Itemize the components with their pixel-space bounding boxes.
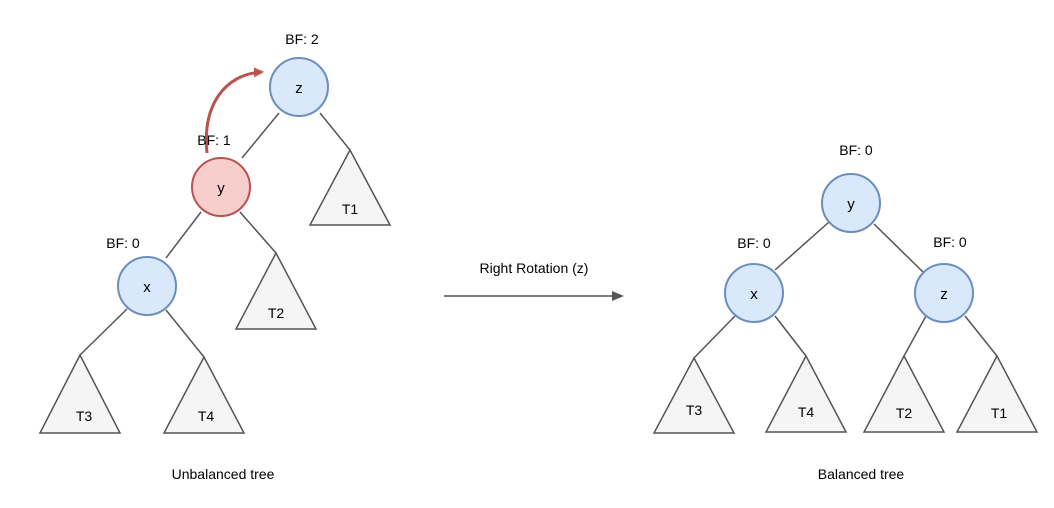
edge-y-z-balanced [873, 223, 924, 273]
edge-y-x [165, 211, 202, 259]
node-y-label: y [217, 180, 225, 197]
node-x-balanced [724, 263, 784, 323]
edge-y-t2 [239, 211, 277, 254]
node-z-balanced-bf: BF: 0 [933, 234, 967, 250]
node-z [269, 57, 329, 117]
subtree-t1-balanced [955, 354, 1039, 433]
node-z-balanced [914, 263, 974, 323]
edge-x-t3-balanced [693, 315, 736, 359]
rotation-arrow [204, 67, 264, 154]
node-z-balanced-label: z [940, 286, 948, 303]
subtree-t4-balanced-label: T4 [798, 404, 815, 420]
node-y-bf: BF: 1 [197, 132, 231, 148]
edge-z-t2-balanced [903, 315, 927, 357]
node-z-label: z [295, 80, 303, 97]
subtree-t3-balanced-label: T3 [686, 402, 703, 418]
subtree-t2-balanced-label: T2 [896, 405, 913, 421]
operation-label: Right Rotation (z) [480, 260, 589, 276]
subtree-t1-label: T1 [342, 201, 359, 217]
node-z-bf: BF: 2 [285, 31, 319, 47]
subtree-t3-balanced [652, 356, 736, 434]
node-y-balanced-label: y [847, 196, 855, 213]
balanced-caption: Balanced tree [818, 466, 905, 482]
subtree-t1-balanced-label: T1 [991, 405, 1008, 421]
subtree-t1 [308, 148, 392, 226]
node-x-balanced-label: x [750, 286, 758, 303]
node-y-balanced-bf: BF: 0 [839, 142, 873, 158]
subtree-t3 [38, 353, 122, 434]
node-x [117, 256, 177, 316]
node-y [191, 157, 251, 217]
subtree-t4 [162, 355, 246, 434]
subtree-t3-label: T3 [76, 408, 93, 424]
subtree-t4-label: T4 [198, 408, 215, 424]
node-x-label: x [143, 279, 151, 296]
subtree-t2-label: T2 [268, 305, 285, 321]
subtree-t2-balanced [862, 354, 946, 433]
node-y-balanced [821, 173, 881, 233]
rotation-operation: Right Rotation (z) [444, 260, 624, 301]
edge-x-t3 [79, 308, 128, 356]
subtree-t4-balanced [764, 354, 848, 433]
unbalanced-tree: T1 T2 T3 T4 z BF: 2 y BF: 1 x BF: 0 Unba… [38, 31, 392, 482]
edge-y-x-balanced [774, 221, 830, 271]
edge-x-t4-balanced [774, 315, 807, 357]
edge-z-y [241, 112, 280, 159]
subtree-t2 [234, 251, 318, 330]
edge-z-t1 [319, 112, 351, 151]
unbalanced-caption: Unbalanced tree [172, 466, 275, 482]
balanced-tree: T3 T4 T2 T1 y BF: 0 x BF: 0 z BF: 0 Bala… [652, 142, 1039, 482]
node-x-balanced-bf: BF: 0 [737, 235, 771, 251]
edge-x-t4 [165, 309, 205, 358]
edge-z-t1-balanced [964, 315, 998, 357]
node-x-bf: BF: 0 [106, 235, 140, 251]
